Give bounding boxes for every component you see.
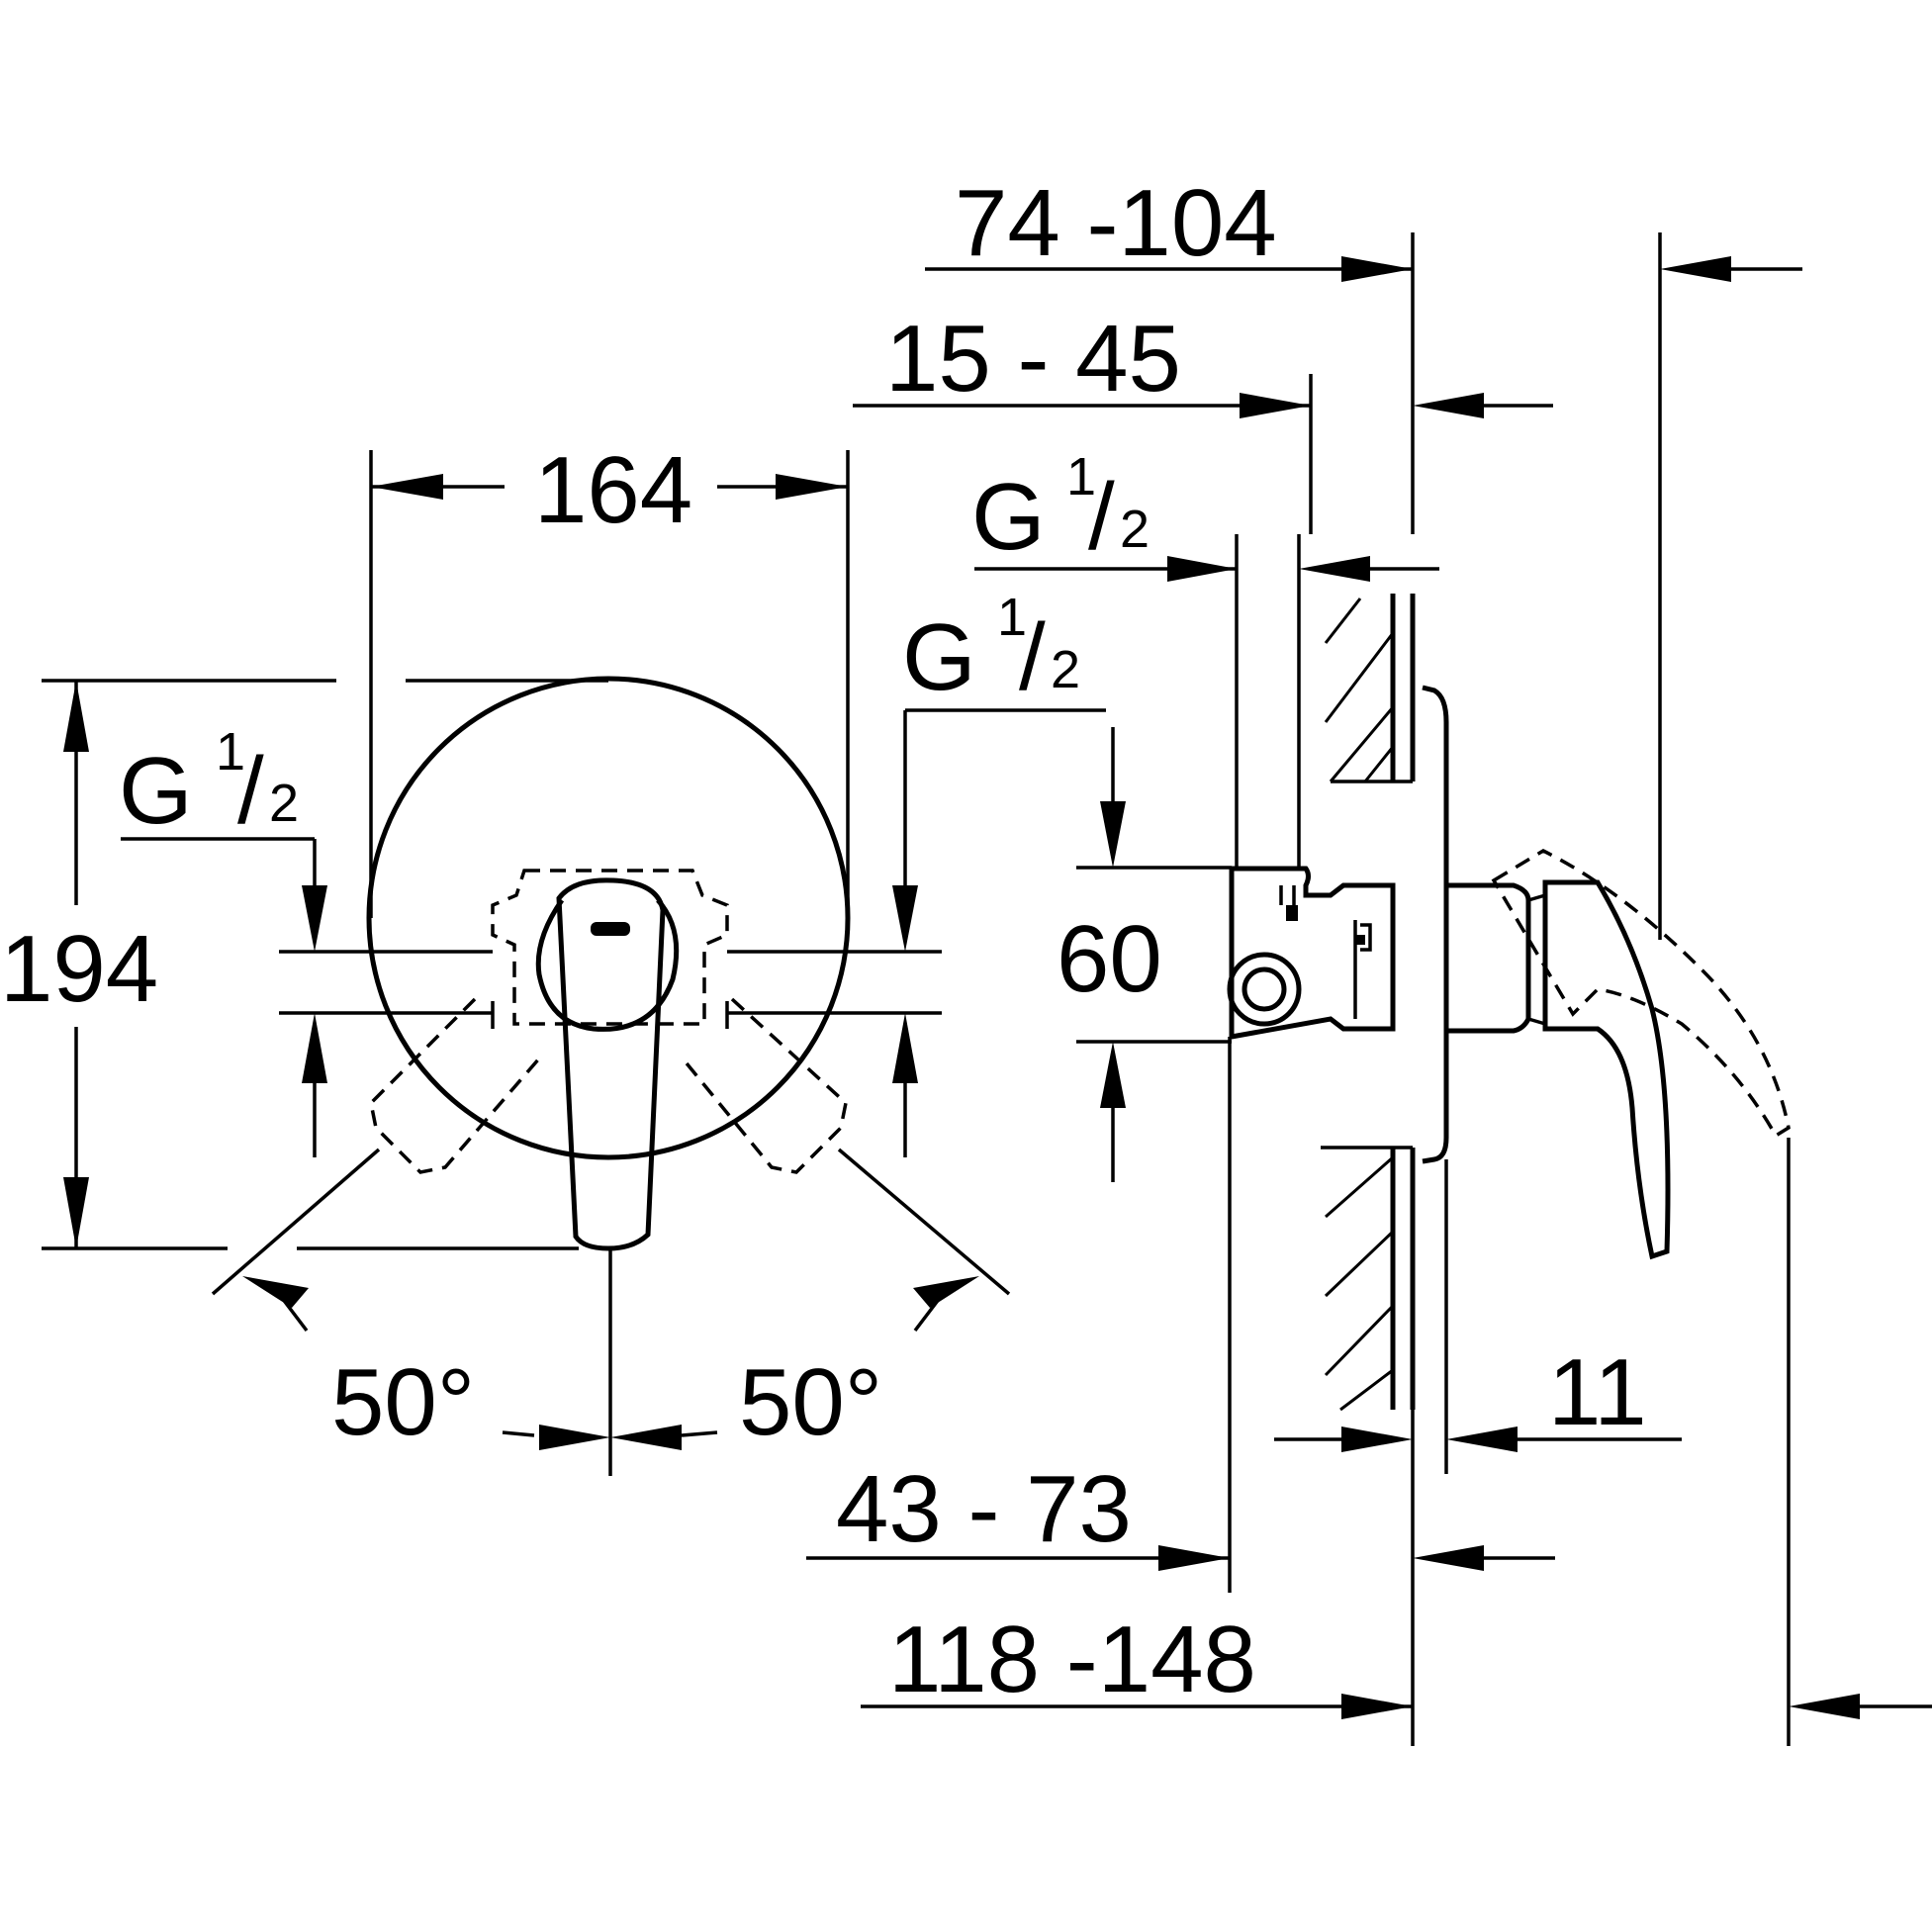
width-label: 164 — [534, 437, 692, 543]
svg-text:1: 1 — [216, 722, 245, 782]
thread-top-g: G — [971, 464, 1046, 570]
handle-left-dashed — [369, 997, 541, 1174]
svg-text:1: 1 — [997, 588, 1027, 647]
dim-plate: 11 — [1274, 1159, 1682, 1746]
inlet-spacing-label: 60 — [1057, 906, 1162, 1012]
outlet-circle — [1227, 952, 1302, 1027]
indicator-slot — [591, 922, 630, 936]
thread-left-g: G — [119, 738, 193, 844]
svg-text:/: / — [1019, 604, 1046, 710]
side-view — [1227, 594, 1791, 1412]
angle-right-label: 50° — [739, 1349, 882, 1455]
thread-right-g: G — [902, 604, 976, 710]
dim-thread-top: G 1 / 2 — [971, 447, 1439, 869]
svg-text:/: / — [237, 738, 264, 844]
dim-inlet-spacing: 60 — [1057, 727, 1232, 1182]
dim-body-depth: 43 - 73 — [806, 1037, 1555, 1593]
dim-overall-depth: 118 -148 — [861, 1138, 1932, 1746]
dim-thread-left: G 1 / 2 — [119, 722, 327, 1157]
wall-hatching — [1324, 598, 1395, 1412]
cover-plate — [1422, 685, 1449, 1164]
front-handle — [556, 877, 666, 1251]
svg-text:1: 1 — [1066, 447, 1096, 506]
svg-text:2: 2 — [1120, 500, 1150, 559]
handle-right-dashed — [681, 997, 848, 1174]
rosette-circle — [366, 676, 851, 1160]
dim-height: 194 — [0, 679, 608, 1250]
svg-text:2: 2 — [269, 774, 299, 833]
angle-left-label: 50° — [331, 1349, 475, 1455]
cartridge-dashed — [491, 869, 729, 1026]
side-handle-dashed — [1491, 849, 1791, 1139]
side-handle — [1542, 879, 1671, 1260]
body-depth-label: 43 - 73 — [836, 1456, 1132, 1562]
spindle-body — [1446, 882, 1531, 1034]
dim-angles: 50° 50° — [211, 1148, 1011, 1455]
total-depth-label: 74 -104 — [955, 170, 1277, 276]
front-hub — [535, 898, 680, 1032]
overall-depth-label: 118 -148 — [888, 1607, 1256, 1712]
mixer-body — [1229, 866, 1396, 1040]
svg-text:/: / — [1088, 464, 1115, 570]
wall-depth-label: 15 - 45 — [885, 306, 1181, 412]
dim-thread-right: G 1 / 2 — [892, 588, 1106, 1157]
height-label: 194 — [0, 916, 158, 1022]
plate-label: 11 — [1548, 1339, 1647, 1445]
front-view — [279, 676, 942, 1476]
dim-total-depth: 74 -104 — [925, 170, 1802, 940]
dim-width: 164 — [369, 437, 850, 918]
outlet-circle-inner — [1242, 966, 1287, 1012]
svg-text:2: 2 — [1051, 640, 1080, 699]
dim-wall-depth: 15 - 45 — [853, 306, 1553, 534]
